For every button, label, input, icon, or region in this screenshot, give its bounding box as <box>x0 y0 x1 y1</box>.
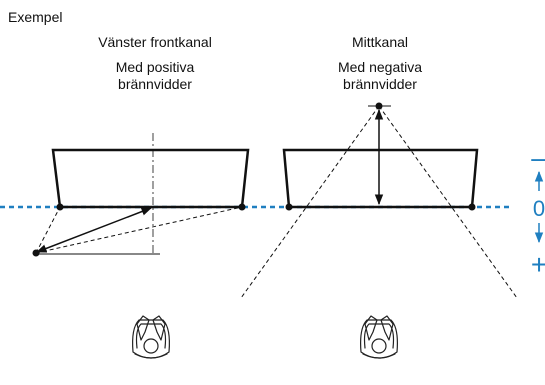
left-panel-subtitle-line1: Med positiva <box>115 59 195 75</box>
left-speaker-dot-right <box>238 203 246 211</box>
left-focal-arrow <box>36 207 152 253</box>
left-dashed-line-outer <box>35 206 243 254</box>
left-focal-point-dot <box>32 249 40 257</box>
right-panel-subtitle-line2: brännvidder <box>343 76 417 92</box>
listener-icon-left <box>132 315 170 359</box>
scale-zero-label: 0 <box>533 196 545 221</box>
right-panel-title: Mittkanal <box>351 34 409 50</box>
listener-icon-right <box>360 315 398 359</box>
left-speaker-outline <box>51 148 250 208</box>
right-speaker-dot-left <box>285 203 293 211</box>
left-dashed-line-inner <box>35 206 61 254</box>
polarity-scale: – 0 + <box>531 142 545 280</box>
scale-plus-label: + <box>531 249 545 280</box>
right-speaker-dot-right <box>468 203 476 211</box>
right-panel-subtitle-line1: Med negativa <box>337 59 423 75</box>
left-panel-subtitle-line2: brännvidder <box>118 76 192 92</box>
right-focal-point-dot <box>375 102 383 110</box>
left-speaker-group <box>32 133 250 257</box>
right-dashed-line-left <box>240 105 380 299</box>
scale-minus-label: – <box>531 142 545 173</box>
example-caption: Exempel <box>8 9 63 25</box>
left-panel-title: Vänster frontkanal <box>98 34 212 50</box>
left-speaker-dot-left <box>56 203 64 211</box>
right-dashed-line-right <box>378 105 518 299</box>
right-speaker-group <box>240 102 518 299</box>
